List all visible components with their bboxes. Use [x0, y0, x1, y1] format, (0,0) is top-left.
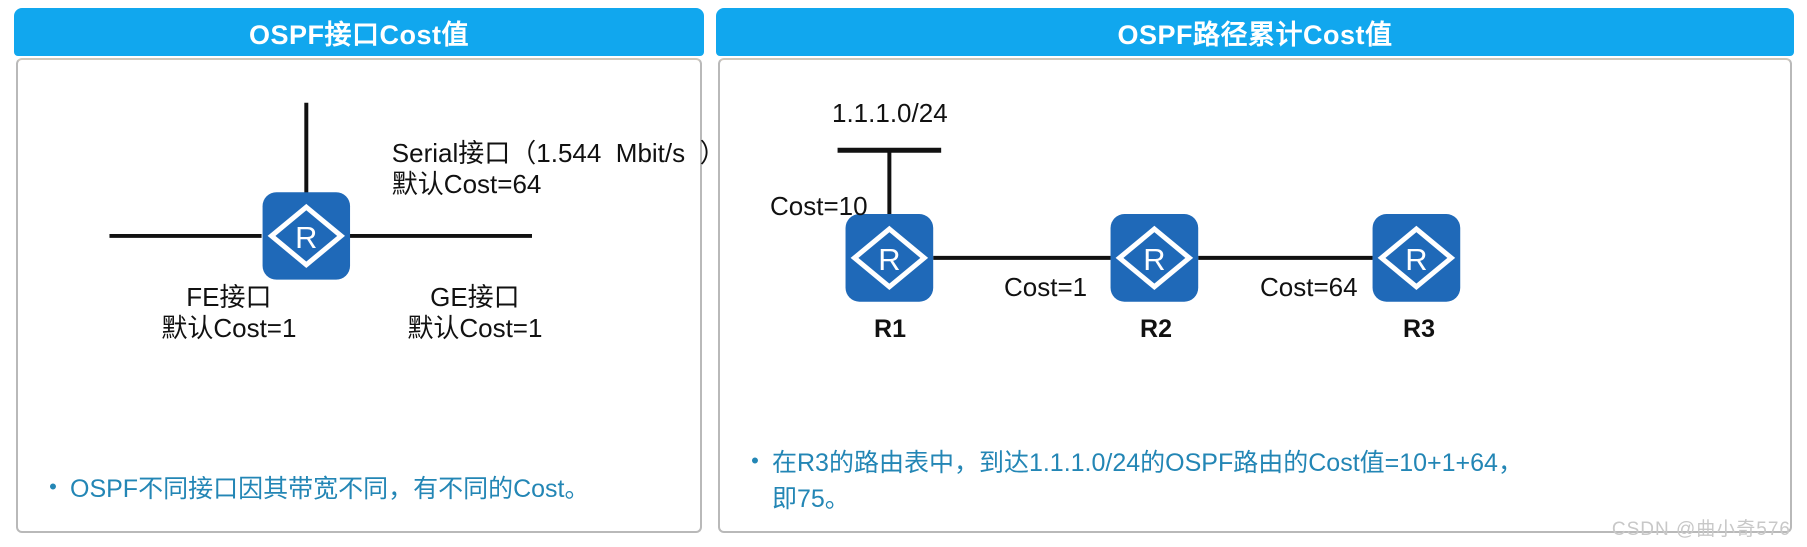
diagram-single-router: R — [109, 102, 532, 280]
label-router-name-r3: R3 — [1403, 315, 1435, 343]
svg-text:R: R — [878, 242, 900, 277]
panel-ospf-path-cumulative-cost: OSPF路径累计Cost值 R — [716, 8, 1794, 533]
bullet-item: • 在R3的路由表中，到达1.1.1.0/24的OSPF路由的Cost值=10+… — [738, 445, 1776, 518]
label-router-name-r1: R1 — [874, 315, 906, 343]
label-cost-r2-r3: Cost=64 — [1260, 272, 1358, 302]
svg-text:R: R — [1143, 242, 1165, 277]
bullet-text: 在R3的路由表中，到达1.1.1.0/24的OSPF路由的Cost值=10+1+… — [772, 448, 1523, 513]
router-icon-r3: R — [1372, 214, 1461, 302]
watermark: CSDN @曲小奇576 — [1611, 519, 1791, 540]
panel-body-left: R Serial接口（1.544 Mbit/s ） 默认Cost=64 FE接口… — [16, 58, 726, 533]
bullet-marker: • — [751, 447, 759, 473]
bullet-list-left: • OSPF不同接口因其带宽不同，有不同的Cost。 — [36, 471, 686, 507]
label-serial-interface: Serial接口（1.544 Mbit/s ） 默认Cost=64 — [391, 137, 726, 200]
label-fe-interface: FE接口 默认Cost=1 — [161, 281, 297, 344]
bullet-text: OSPF不同接口因其带宽不同，有不同的Cost。 — [70, 474, 590, 503]
panel-header-left: OSPF接口Cost值 — [14, 8, 704, 56]
router-icon-r1: R — [845, 214, 934, 302]
svg-text:R: R — [1405, 242, 1427, 277]
bullet-list-right: • 在R3的路由表中，到达1.1.1.0/24的OSPF路由的Cost值=10+… — [738, 445, 1776, 518]
svg-text:R: R — [295, 220, 317, 255]
label-cost-r1-r2: Cost=1 — [1004, 272, 1088, 302]
router-icon-r2: R — [1110, 214, 1199, 302]
label-router-name-r2: R2 — [1140, 315, 1172, 343]
label-cost-network-r1: Cost=10 — [770, 191, 868, 221]
diagram-router-chain: R R R — [837, 147, 1461, 302]
panel-title-left: OSPF接口Cost值 — [248, 19, 469, 50]
bullet-marker: • — [49, 473, 57, 499]
label-network-prefix: 1.1.1.0/24 — [832, 98, 948, 128]
label-ge-interface: GE接口 默认Cost=1 — [407, 281, 543, 344]
panel-title-right: OSPF路径累计Cost值 — [1117, 19, 1393, 50]
panel-ospf-interface-cost: OSPF接口Cost值 R Serial接口（1.544 Mbit/s ） 默认… — [14, 8, 726, 533]
router-icon: R — [262, 192, 351, 280]
panel-body-right: R R R 1.1.1.0/24 Cost=10 Cost=1 Cost=6 — [718, 58, 1792, 533]
panel-header-right: OSPF路径累计Cost值 — [716, 8, 1794, 56]
bullet-item: • OSPF不同接口因其带宽不同，有不同的Cost。 — [36, 471, 686, 507]
